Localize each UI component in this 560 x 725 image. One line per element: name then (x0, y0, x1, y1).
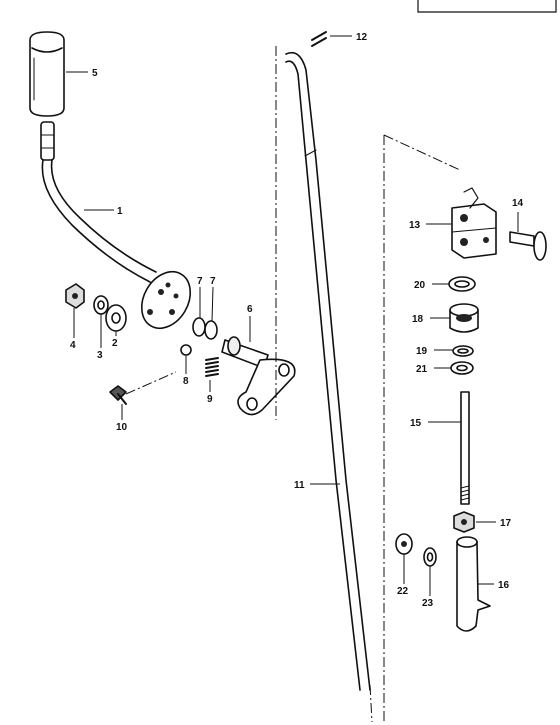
part-14-bolt (509, 231, 547, 261)
frame-corner (417, 0, 557, 13)
part-9-spring (205, 357, 219, 377)
part-12-pin (311, 31, 327, 47)
callout-6: 6 (247, 304, 253, 315)
callout-labels: 5 1 2 3 4 7 7 6 8 9 10 11 12 13 14 20 18… (70, 32, 524, 609)
callout-13: 13 (409, 220, 421, 231)
callout-9: 9 (207, 394, 213, 405)
part-16-sleeve (456, 536, 491, 632)
part-18-bushing (449, 303, 479, 333)
callout-10: 10 (116, 422, 128, 433)
callout-20: 20 (414, 280, 426, 291)
part-21-washer (450, 361, 474, 375)
part-2-washer (105, 304, 127, 332)
part-22-screw (395, 533, 413, 555)
part-5-shift-knob (29, 31, 65, 117)
callout-7a: 7 (197, 276, 203, 287)
part-23-washer (423, 547, 437, 567)
part-6-shift-shaft (221, 336, 296, 416)
callout-22: 22 (397, 586, 409, 597)
part-1-shift-lever (40, 121, 192, 330)
callout-8: 8 (183, 376, 189, 387)
callout-23: 23 (422, 598, 434, 609)
callout-1: 1 (117, 206, 123, 217)
part-7-o-rings (192, 317, 218, 340)
part-3-lock-washer (93, 295, 109, 315)
part-20-washer (448, 276, 476, 292)
part-8-ball (180, 344, 192, 356)
callout-7b: 7 (210, 276, 216, 287)
callout-15: 15 (410, 418, 422, 429)
callout-19: 19 (416, 346, 428, 357)
leader-lines (66, 35, 519, 596)
callout-21: 21 (416, 364, 428, 375)
callout-2: 2 (112, 338, 118, 349)
part-11-shift-rod (285, 51, 371, 691)
callout-5: 5 (92, 68, 98, 79)
callout-17: 17 (500, 518, 512, 529)
part-13-clamp-block (451, 187, 497, 259)
part-10-bolt (109, 385, 127, 405)
callout-12: 12 (356, 32, 368, 43)
callout-3: 3 (97, 350, 103, 361)
part-4-nut (65, 283, 85, 309)
callout-18: 18 (412, 314, 424, 325)
callout-4: 4 (70, 340, 76, 351)
part-19-washer (452, 345, 474, 357)
callout-14: 14 (512, 198, 524, 209)
part-15-threaded-rod (460, 391, 470, 505)
callout-11: 11 (294, 480, 305, 491)
callout-16: 16 (498, 580, 510, 591)
part-17-nut (453, 511, 475, 533)
